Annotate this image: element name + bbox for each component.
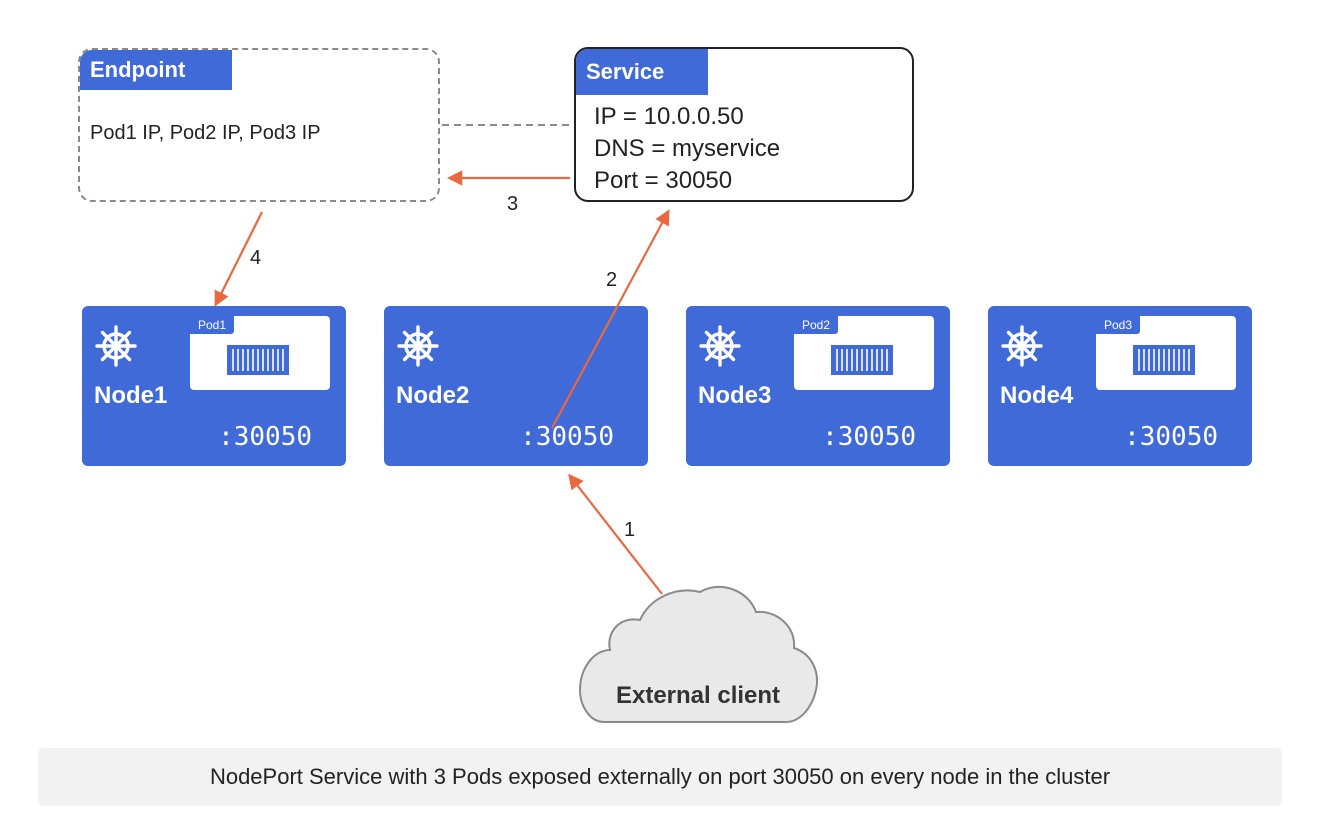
arrow-step-4 — [214, 211, 263, 307]
helm-wheel-icon — [397, 325, 439, 367]
node-label: Node4 — [1000, 382, 1074, 409]
node-card-2: Node2 :30050 — [384, 306, 648, 466]
container-icon — [227, 345, 289, 375]
step-number: 4 — [250, 247, 261, 269]
node-port: :30050 — [822, 422, 916, 452]
service-title: Service — [576, 49, 708, 95]
service-port: Port = 30050 — [594, 167, 733, 194]
arrow-step-1 — [568, 473, 663, 595]
node-card-3: Pod2 Node3 :30050 — [686, 306, 950, 466]
pod-label: Pod2 — [794, 316, 839, 334]
caption-bar: NodePort Service with 3 Pods exposed ext… — [38, 748, 1282, 806]
service-box: Service IP = 10.0.0.50 DNS = myservice P… — [574, 47, 914, 202]
endpoint-title: Endpoint — [80, 50, 232, 90]
pod-card: Pod2 — [794, 316, 934, 390]
container-icon — [831, 345, 893, 375]
external-client-label: External client — [615, 682, 781, 709]
node-port: :30050 — [218, 422, 312, 452]
helm-wheel-icon — [95, 325, 137, 367]
node-card-1: Pod1 Node1 :30050 — [82, 306, 346, 466]
node-label: Node3 — [698, 382, 772, 409]
endpoint-ips: Pod1 IP, Pod2 IP, Pod3 IP — [90, 122, 321, 144]
node-port: :30050 — [520, 422, 614, 452]
pod-label: Pod1 — [190, 316, 235, 334]
helm-wheel-icon — [1001, 325, 1043, 367]
pod-card: Pod1 — [190, 316, 330, 390]
caption-text: NodePort Service with 3 Pods exposed ext… — [209, 764, 1111, 789]
step-number: 1 — [624, 519, 635, 541]
step-number: 3 — [507, 193, 518, 215]
node-port: :30050 — [1124, 422, 1218, 452]
pod-label: Pod3 — [1096, 316, 1141, 334]
pod-card: Pod3 — [1096, 316, 1236, 390]
service-ip: IP = 10.0.0.50 — [594, 103, 744, 130]
helm-wheel-icon — [699, 325, 741, 367]
container-icon — [1133, 345, 1195, 375]
node-label: Node1 — [94, 382, 168, 409]
step-number: 2 — [606, 269, 617, 291]
node-card-4: Pod3 Node4 :30050 — [988, 306, 1252, 466]
service-dns: DNS = myservice — [594, 135, 781, 162]
node-label: Node2 — [396, 382, 470, 409]
endpoint-box: Endpoint Pod1 IP, Pod2 IP, Pod3 IP — [78, 48, 440, 202]
